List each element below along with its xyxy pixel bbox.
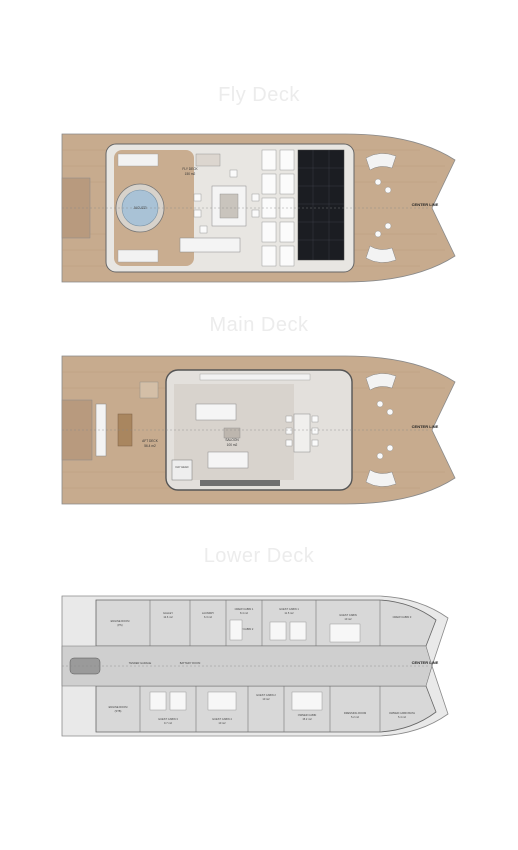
room-saloon: SALOON: [225, 438, 239, 442]
room-galley: GALLEY: [163, 611, 173, 615]
room-guest-cabin-1: GUEST CABIN 1: [279, 607, 299, 611]
room-guest-cabin: GUEST CABIN: [339, 613, 357, 617]
lower-deck-plan: TENDER GARAGE BATTERY ROOM ENGINE ROOM (…: [61, 595, 449, 737]
room-jacuzzi: JACUZZI: [133, 206, 146, 210]
room-aft-deck-area: 56.4 m2: [144, 444, 156, 448]
room-guest-cabin-3-area: 9.7 m2: [164, 721, 172, 725]
room-saloon-area: 100 m2: [227, 443, 238, 447]
main-center-line: CENTER LINE: [412, 424, 439, 429]
room-engine-ps: ENGINE ROOM: [111, 619, 130, 623]
room-guest-cabin-4: GUEST CABIN 4: [212, 717, 232, 721]
room-guest-cabin-3: GUEST CABIN 3: [158, 717, 178, 721]
lower-center-line: CENTER LINE: [412, 660, 439, 665]
room-owner-bath-area: 5.4 m2: [398, 715, 406, 719]
solar-panels: [297, 149, 345, 261]
room-crew-cabin-2: CREW CABIN 2: [235, 627, 254, 631]
room-owner-bath: OWNER CABIN BATH: [389, 711, 415, 715]
main-deck-title: Main Deck: [209, 314, 309, 336]
room-guest-cabin-2: GUEST CABIN 2: [256, 693, 276, 697]
room-guest-cabin-4-area: 10 m2: [218, 721, 226, 725]
lower-deck-title: Lower Deck: [203, 545, 315, 567]
room-engine-stb-area: (STB): [115, 709, 122, 713]
room-laundry-area: 6.3 m2: [204, 615, 212, 619]
room-engine-ps-area: (PS): [117, 623, 122, 627]
room-dressing-area: 5.2 m2: [351, 715, 359, 719]
room-crew-cabin-3: CREW CABIN 3: [393, 615, 412, 619]
fly-deck-plan: JACUZZI FLY DECK 150 m2 CENTER LINE: [61, 133, 456, 283]
room-aft-deck: AFT DECK: [142, 439, 159, 443]
room-galley-area: 12.6 m2: [163, 615, 173, 619]
room-engine-stb: ENGINE ROOM: [109, 705, 128, 709]
fly-deck-title: Fly Deck: [218, 84, 300, 106]
main-deck-plan: AFT DECK 56.4 m2 SALOON 100 m2 DAY HEAD …: [61, 355, 456, 505]
room-fly-deck: FLY DECK: [182, 167, 198, 171]
room-guest-cabin-2-area: 10 m2: [262, 697, 270, 701]
room-battery-room: BATTERY ROOM: [180, 661, 200, 665]
room-owner-cabin-area: 15.2 m2: [302, 717, 312, 721]
room-guest-cabin-area: 10 m2: [344, 617, 352, 621]
room-tender-garage: TENDER GARAGE: [129, 661, 152, 665]
room-fly-deck-area: 150 m2: [185, 172, 196, 176]
room-guest-cabin-1-area: 11.5 m2: [284, 611, 294, 615]
room-day-head: DAY HEAD: [175, 465, 188, 469]
room-dressing: DRESSING ROOM: [344, 711, 366, 715]
room-crew-cabin-1: CREW CABIN 1: [235, 607, 254, 611]
fly-center-line: CENTER LINE: [412, 202, 439, 207]
room-owner-cabin: OWNER CABIN: [298, 713, 317, 717]
room-laundry: LAUNDRY: [202, 611, 215, 615]
room-crew-cabin-1-area: 8.4 m2: [240, 611, 248, 615]
